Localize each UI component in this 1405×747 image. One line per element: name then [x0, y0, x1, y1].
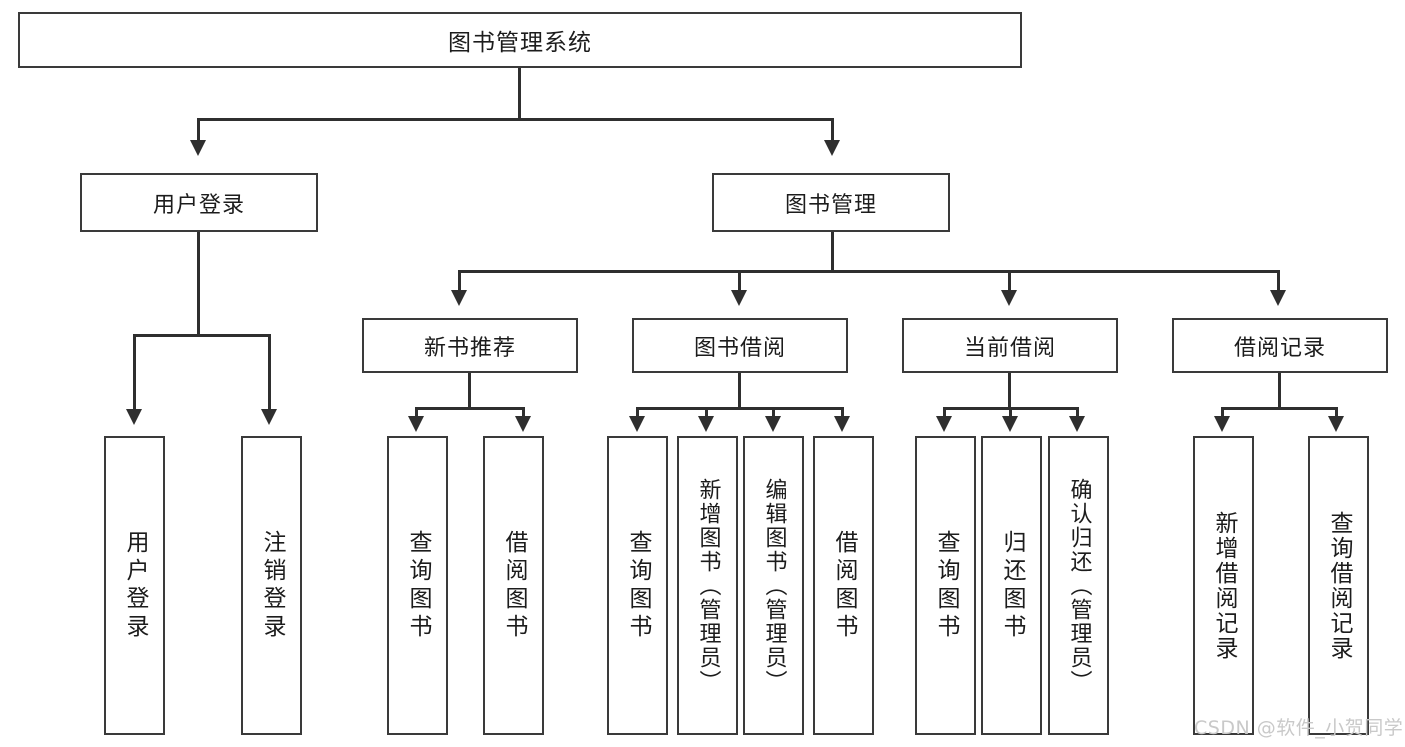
connector-new-book-stem [468, 373, 471, 410]
connector-user-login-bar [133, 334, 271, 337]
connector-borrow-record-stem [1278, 373, 1281, 410]
connector-book-borrow-child-2 [705, 407, 708, 419]
arrow-current-borrow-child-2 [1002, 416, 1018, 432]
connector-new-book-child-1 [415, 407, 418, 419]
connector-user-login-child-1 [133, 334, 136, 414]
connector-root-stem [518, 68, 521, 119]
arrow-borrow-record-child-1 [1214, 416, 1230, 432]
leaf-label: 查询图书 [933, 529, 959, 642]
node-current-borrow[interactable]: 当前借阅 [902, 318, 1118, 373]
leaf-label: 新增图书（管理员） [695, 477, 721, 694]
leaf-user-login-logout[interactable]: 注销登录 [241, 436, 302, 735]
leaf-label: 借阅图书 [501, 529, 527, 642]
leaf-label: 注销登录 [259, 529, 285, 642]
arrow-root-to-book-mgmt [824, 140, 840, 156]
leaf-new-book-borrow[interactable]: 借阅图书 [483, 436, 544, 735]
connector-current-borrow-child-1 [943, 407, 946, 419]
arrow-book-borrow-child-3 [765, 416, 781, 432]
leaf-label: 借阅图书 [831, 529, 857, 642]
connector-book-mgmt-child-4 [1277, 270, 1280, 294]
leaf-label: 确认归还（管理员） [1066, 477, 1092, 694]
connector-book-mgmt-stem [831, 232, 834, 272]
arrow-root-to-user-login [190, 140, 206, 156]
arrow-current-borrow-child-3 [1069, 416, 1085, 432]
leaf-borrow-record-add[interactable]: 新增借阅记录 [1193, 436, 1254, 735]
connector-borrow-record-child-2 [1335, 407, 1338, 419]
node-book-borrow[interactable]: 图书借阅 [632, 318, 848, 373]
leaf-user-login-login[interactable]: 用户登录 [104, 436, 165, 735]
node-root-system[interactable]: 图书管理系统 [18, 12, 1022, 68]
connector-book-mgmt-child-2 [738, 270, 741, 294]
leaf-current-borrow-confirm[interactable]: 确认归还（管理员） [1048, 436, 1109, 735]
connector-book-borrow-child-1 [636, 407, 639, 419]
csdn-watermark: CSDN @软件_小贺同学 [1194, 717, 1404, 739]
arrow-current-borrow-child-1 [936, 416, 952, 432]
connector-current-borrow-child-2 [1009, 407, 1012, 419]
connector-borrow-record-child-1 [1221, 407, 1224, 419]
arrow-book-mgmt-child-1 [451, 290, 467, 306]
leaf-label: 查询借阅记录 [1326, 510, 1352, 661]
arrow-book-borrow-child-2 [698, 416, 714, 432]
connector-book-mgmt-child-1 [458, 270, 461, 294]
arrow-book-mgmt-child-4 [1270, 290, 1286, 306]
leaf-label: 归还图书 [999, 529, 1025, 642]
connector-book-borrow-child-3 [772, 407, 775, 419]
arrow-book-borrow-child-4 [834, 416, 850, 432]
leaf-label: 新增借阅记录 [1211, 510, 1237, 661]
leaf-label: 查询图书 [625, 529, 651, 642]
node-book-management[interactable]: 图书管理 [712, 173, 950, 232]
arrow-user-login-child-2 [261, 409, 277, 425]
connector-user-login-stem [197, 232, 200, 336]
arrow-new-book-child-2 [515, 416, 531, 432]
connector-current-borrow-child-3 [1076, 407, 1079, 419]
connector-book-mgmt-bar [458, 270, 1280, 273]
arrow-user-login-child-1 [126, 409, 142, 425]
connector-new-book-bar [415, 407, 525, 410]
connector-root-to-user-login [197, 118, 200, 143]
leaf-label: 用户登录 [122, 529, 148, 642]
connector-root-to-book-mgmt [831, 118, 834, 143]
arrow-book-mgmt-child-3 [1001, 290, 1017, 306]
leaf-book-borrow-borrow[interactable]: 借阅图书 [813, 436, 874, 735]
connector-book-mgmt-child-3 [1008, 270, 1011, 294]
arrow-book-borrow-child-1 [629, 416, 645, 432]
connector-book-borrow-child-4 [841, 407, 844, 419]
connector-current-borrow-stem [1008, 373, 1011, 410]
leaf-current-borrow-return[interactable]: 归还图书 [981, 436, 1042, 735]
connector-root-bar [197, 118, 834, 121]
leaf-label: 编辑图书（管理员） [761, 477, 787, 694]
connector-borrow-record-bar [1221, 407, 1338, 410]
leaf-borrow-record-query[interactable]: 查询借阅记录 [1308, 436, 1369, 735]
node-new-book-recommend[interactable]: 新书推荐 [362, 318, 578, 373]
leaf-current-borrow-query[interactable]: 查询图书 [915, 436, 976, 735]
node-user-login[interactable]: 用户登录 [80, 173, 318, 232]
arrow-borrow-record-child-2 [1328, 416, 1344, 432]
connector-new-book-child-2 [522, 407, 525, 419]
arrow-book-mgmt-child-2 [731, 290, 747, 306]
leaf-label: 查询图书 [405, 529, 431, 642]
arrow-new-book-child-1 [408, 416, 424, 432]
connector-user-login-child-2 [268, 334, 271, 414]
leaf-book-borrow-add[interactable]: 新增图书（管理员） [677, 436, 738, 735]
connector-book-borrow-bar [636, 407, 844, 410]
leaf-new-book-query[interactable]: 查询图书 [387, 436, 448, 735]
connector-book-borrow-stem [738, 373, 741, 410]
node-borrow-record[interactable]: 借阅记录 [1172, 318, 1388, 373]
leaf-book-borrow-edit[interactable]: 编辑图书（管理员） [743, 436, 804, 735]
leaf-book-borrow-query[interactable]: 查询图书 [607, 436, 668, 735]
